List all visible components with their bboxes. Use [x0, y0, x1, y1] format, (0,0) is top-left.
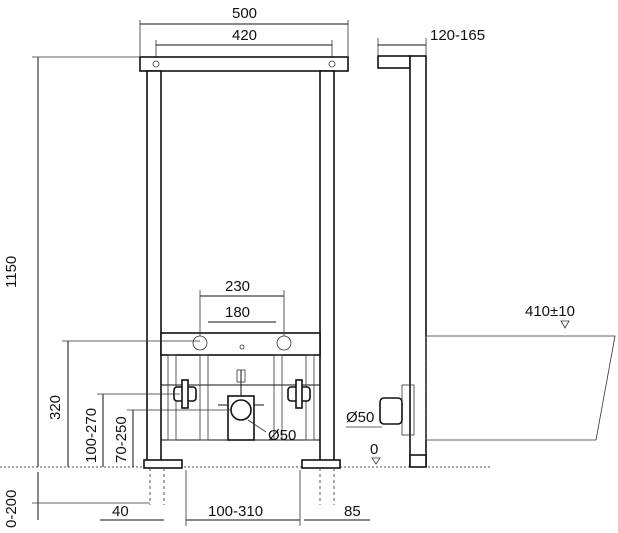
dim-drain-side: Ø50 — [346, 409, 374, 426]
dim-depth: 120-165 — [430, 27, 485, 44]
dim-drain-front: Ø50 — [268, 427, 296, 444]
dim-drain-center: 70-250 — [113, 416, 130, 463]
dim-mount-spacing: 420 — [232, 27, 257, 44]
side-view-frame — [377, 55, 427, 468]
dim-bidet-height: 410±10 — [525, 303, 575, 320]
dim-fitting-230: 230 — [225, 278, 250, 295]
right-valve — [287, 379, 311, 409]
dim-fitting-180: 180 — [225, 304, 250, 321]
dim-supply-height: 100-270 — [83, 408, 100, 463]
dim-drain-height: 320 — [47, 395, 64, 420]
front-view-frame — [139, 56, 349, 505]
bidet-outline — [425, 335, 616, 441]
dim-foot-offset: 40 — [112, 503, 129, 520]
dim-foot-extension: 0-200 — [3, 490, 20, 528]
dim-frame-height: 1150 — [3, 256, 20, 288]
dim-foot-side: 85 — [344, 503, 361, 520]
dim-floor-zero: 0 — [370, 441, 378, 458]
drain-assembly — [218, 369, 264, 441]
dim-frame-width: 500 — [232, 5, 257, 22]
dim-foot-range: 100-310 — [208, 503, 263, 520]
